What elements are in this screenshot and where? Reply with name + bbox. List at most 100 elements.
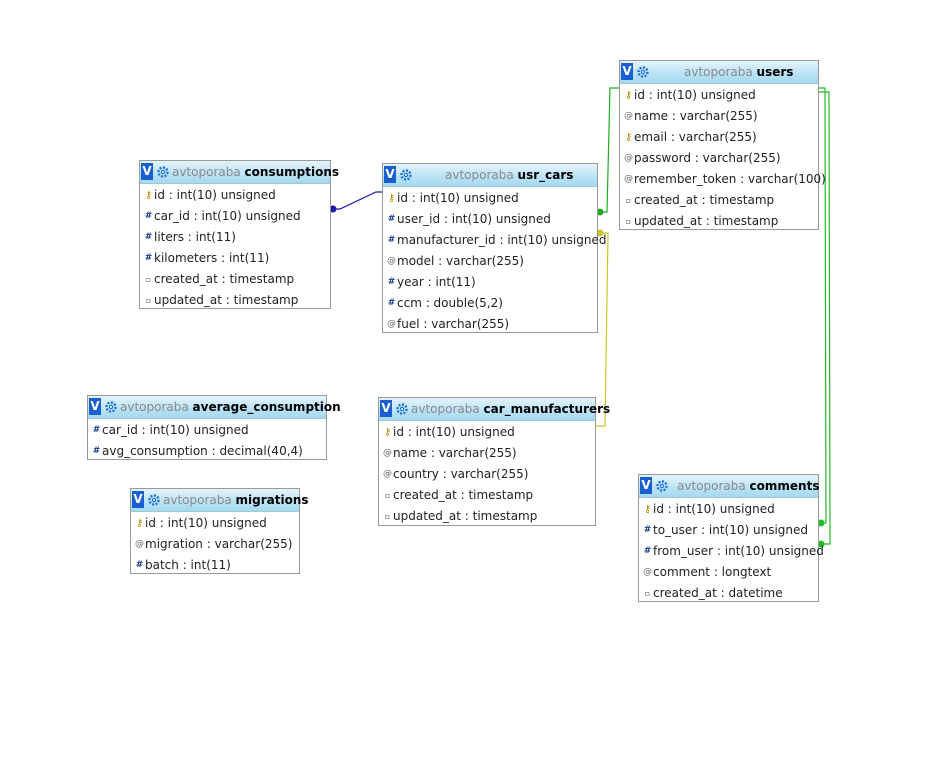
clock-icon: ▫ (145, 275, 152, 284)
column-row[interactable]: #batch : int(11) (131, 555, 299, 576)
gear-icon[interactable] (396, 403, 408, 415)
key-icon: ⚷ (643, 504, 652, 515)
column-row[interactable]: @migration : varchar(255) (131, 534, 299, 555)
table-name: car_manufacturers (483, 402, 611, 416)
text-icon: @ (383, 448, 392, 458)
column-row[interactable]: @fuel : varchar(255) (383, 314, 597, 335)
column-label: fuel : varchar(255) (397, 317, 510, 331)
column-row[interactable]: ▫created_at : timestamp (620, 190, 818, 211)
key-icon: ⚷ (387, 193, 396, 204)
column-row[interactable]: ▫updated_at : timestamp (140, 290, 330, 311)
column-row[interactable]: #user_id : int(10) unsigned (383, 209, 597, 230)
column-row[interactable]: #car_id : int(10) unsigned (88, 420, 326, 441)
column-label: created_at : timestamp (393, 488, 534, 502)
table-name: usr_cars (517, 168, 574, 182)
gear-icon[interactable] (400, 169, 412, 181)
column-row[interactable]: ⚷id : int(10) unsigned (131, 513, 299, 534)
column-row[interactable]: ▫created_at : datetime (639, 583, 818, 604)
column-label: id : int(10) unsigned (397, 191, 519, 205)
column-list: ⚷id : int(10) unsigned#to_user : int(10)… (639, 498, 824, 604)
column-row[interactable]: #ccm : double(5,2) (383, 293, 597, 314)
text-icon: @ (383, 469, 392, 479)
column-row[interactable]: ⚷id : int(10) unsigned (379, 422, 595, 443)
text-icon: @ (643, 567, 652, 577)
column-row[interactable]: ⚷id : int(10) unsigned (639, 499, 818, 520)
hash-icon: # (643, 525, 652, 535)
column-row[interactable]: #manufacturer_id : int(10) unsigned (383, 230, 607, 251)
database-name: avtoporaba (411, 402, 480, 416)
clock-icon: ▫ (145, 296, 152, 305)
toggle-icon[interactable]: V (640, 477, 652, 494)
column-row[interactable]: #car_id : int(10) unsigned (140, 206, 330, 227)
text-icon: @ (135, 539, 144, 549)
toggle-icon[interactable]: V (384, 166, 396, 183)
database-name: avtoporaba (163, 493, 232, 507)
column-label: year : int(11) (397, 275, 476, 289)
column-row[interactable]: @name : varchar(255) (379, 443, 595, 464)
table-name: users (756, 65, 794, 79)
column-row[interactable]: ⚷id : int(10) unsigned (620, 85, 818, 106)
column-row[interactable]: ⚷email : varchar(255) (620, 127, 818, 148)
column-row[interactable]: #to_user : int(10) unsigned (639, 520, 818, 541)
column-row[interactable]: ▫updated_at : timestamp (620, 211, 818, 232)
column-label: remember_token : varchar(100) (634, 172, 826, 186)
toggle-icon[interactable]: V (132, 491, 144, 508)
column-label: name : varchar(255) (634, 109, 758, 123)
column-label: updated_at : timestamp (393, 509, 538, 523)
column-row[interactable]: #liters : int(11) (140, 227, 330, 248)
gear-icon[interactable] (656, 480, 668, 492)
column-row[interactable]: #avg_consumption : decimal(40,4) (88, 441, 326, 462)
clock-icon: ▫ (625, 196, 632, 205)
column-row[interactable]: ▫created_at : timestamp (140, 269, 330, 290)
column-row[interactable]: ▫updated_at : timestamp (379, 506, 595, 527)
relation-end-comments-to-user (817, 519, 825, 527)
column-label: from_user : int(10) unsigned (653, 544, 824, 558)
toggle-icon[interactable]: V (380, 400, 392, 417)
column-row[interactable]: @remember_token : varchar(100) (620, 169, 826, 190)
database-name: avtoporaba (684, 65, 753, 79)
toggle-icon[interactable]: V (621, 63, 633, 80)
toggle-icon[interactable]: V (89, 398, 101, 415)
column-row[interactable]: #kilometers : int(11) (140, 248, 330, 269)
key-icon: ⚷ (144, 190, 153, 201)
column-row[interactable]: ⚷id : int(10) unsigned (140, 185, 330, 206)
gear-icon[interactable] (157, 166, 169, 178)
database-name: avtoporaba (445, 168, 514, 182)
column-row[interactable]: @model : varchar(255) (383, 251, 597, 272)
column-row[interactable]: #year : int(11) (383, 272, 597, 293)
column-row[interactable]: #from_user : int(10) unsigned (639, 541, 824, 562)
clock-icon: ▫ (384, 512, 391, 521)
gear-icon[interactable] (105, 401, 117, 413)
table-title: avtoporaba migrations (163, 489, 309, 511)
gear-icon[interactable] (637, 66, 649, 78)
text-icon: @ (387, 319, 396, 329)
column-label: model : varchar(255) (397, 254, 524, 268)
key-icon: ⚷ (624, 132, 633, 143)
column-list: ⚷id : int(10) unsigned#car_id : int(10) … (140, 184, 330, 311)
column-label: comment : longtext (653, 565, 772, 579)
column-row[interactable]: @comment : longtext (639, 562, 818, 583)
column-row[interactable]: @name : varchar(255) (620, 106, 818, 127)
gear-icon[interactable] (148, 494, 160, 506)
column-row[interactable]: @country : varchar(255) (379, 464, 595, 485)
column-row[interactable]: ⚷id : int(10) unsigned (383, 188, 597, 209)
column-label: car_id : int(10) unsigned (154, 209, 301, 223)
toggle-icon[interactable]: V (141, 163, 153, 180)
column-label: updated_at : timestamp (634, 214, 779, 228)
column-row[interactable]: @password : varchar(255) (620, 148, 818, 169)
column-row[interactable]: ▫created_at : timestamp (379, 485, 595, 506)
